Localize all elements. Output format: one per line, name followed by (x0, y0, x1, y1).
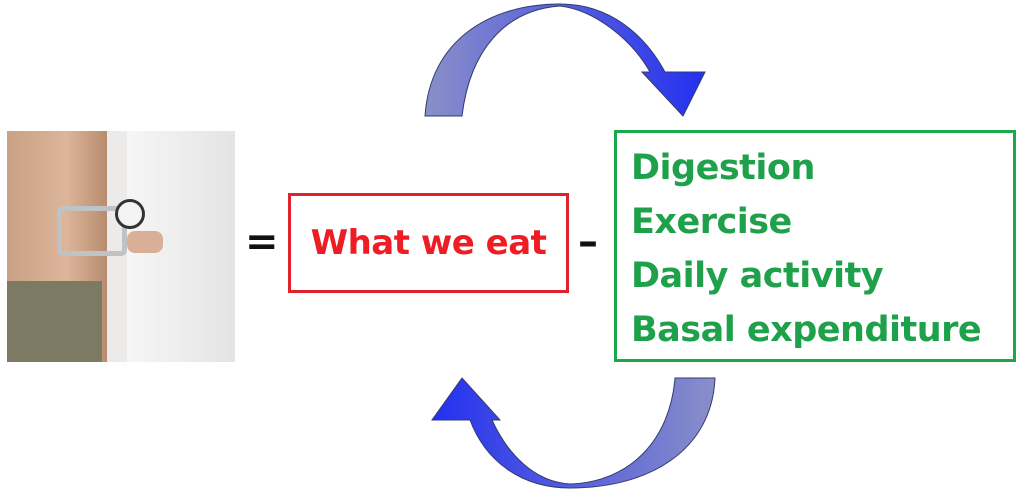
equals-sign: = (245, 219, 279, 265)
expenditure-item-basal: Basal expenditure (631, 310, 982, 350)
bottom-arrow-icon (431, 377, 716, 489)
top-arrow-icon (424, 3, 706, 117)
intake-box: What we eat (288, 193, 569, 293)
expenditure-item-digestion: Digestion (631, 148, 815, 188)
minus-sign: – (578, 219, 598, 265)
intake-label: What we eat (310, 223, 547, 263)
expenditure-box: Digestion Exercise Daily activity Basal … (614, 130, 1016, 362)
body-fat-caliper-photo (7, 131, 235, 362)
expenditure-item-exercise: Exercise (631, 202, 792, 242)
expenditure-item-daily-activity: Daily activity (631, 256, 884, 296)
